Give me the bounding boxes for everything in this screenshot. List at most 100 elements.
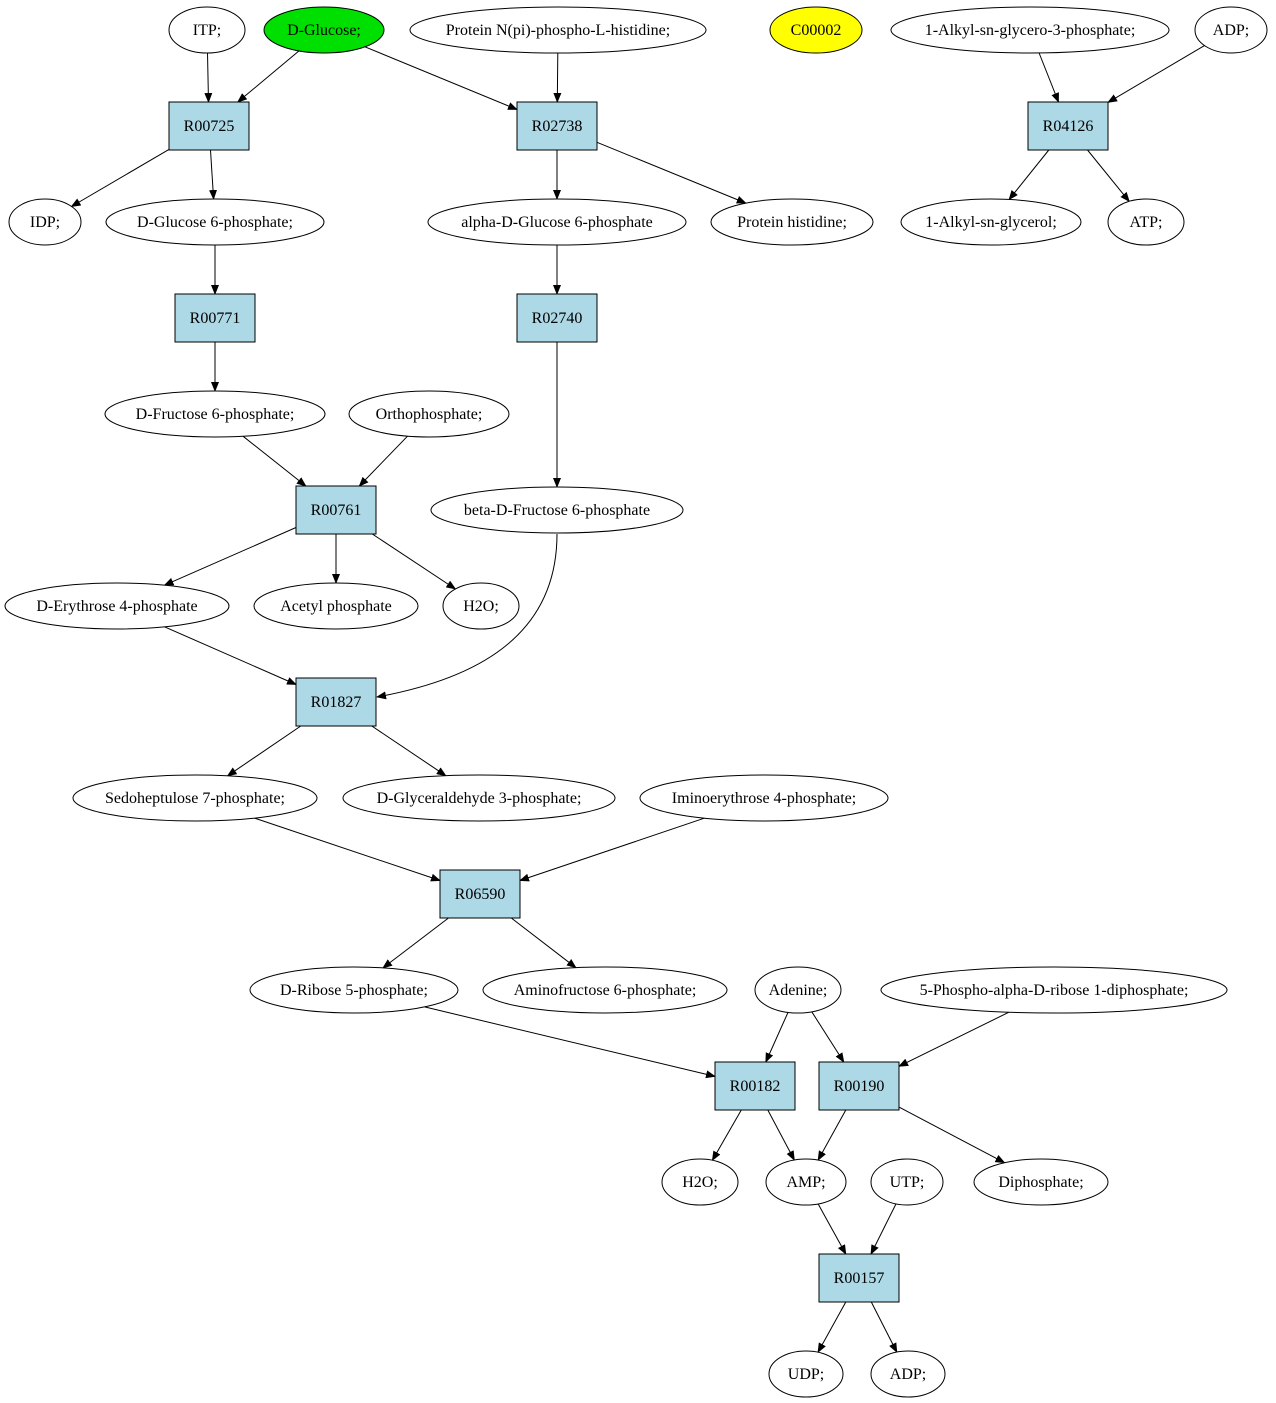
compound-ellipse	[263, 6, 385, 54]
compound-node-aminofructose-6p[interactable]: Aminofructose 6-phosphate;	[482, 966, 728, 1014]
node-label: IDP;	[30, 214, 60, 231]
compound-node-adp-top[interactable]: ADP;	[1194, 6, 1268, 54]
edge-d-glucose-to-r02738	[364, 46, 518, 110]
reaction-node-r02738[interactable]: R02738	[516, 101, 598, 151]
compound-node-d-glucose-6p[interactable]: D-Glucose 6-phosphate;	[105, 198, 325, 246]
compound-ellipse	[168, 6, 246, 54]
reaction-node-r00182[interactable]: R00182	[714, 1061, 796, 1111]
compound-node-protein-npi[interactable]: Protein N(pi)-phospho-L-histidine;	[409, 6, 707, 54]
node-layer: ITP; D-Glucose; Protein N(pi)-phospho-L-hi…	[4, 6, 1268, 1398]
node-label: R06590	[455, 886, 506, 903]
compound-node-sedoheptulose-7p[interactable]: Sedoheptulose 7-phosphate;	[72, 774, 318, 822]
reaction-node-r00157[interactable]: R00157	[818, 1253, 900, 1303]
compound-node-alkyl-g3p[interactable]: 1-Alkyl-sn-glycero-3-phosphate;	[890, 6, 1170, 54]
edge-beta-d-fructose-6p-to-r01827	[376, 533, 558, 700]
reaction-node-r06590[interactable]: R06590	[439, 869, 521, 919]
node-label: Sedoheptulose 7-phosphate;	[105, 790, 285, 807]
reaction-box	[174, 293, 256, 343]
edge-adenine-to-r00190	[811, 1011, 845, 1063]
compound-ellipse	[105, 198, 325, 246]
edge-r00190-to-diphosphate	[898, 1106, 1006, 1164]
edge-amp-to-r00157	[817, 1203, 847, 1255]
compound-node-protein-histidine[interactable]: Protein histidine;	[710, 198, 874, 246]
edge-d-ribose-5p-to-r00182	[424, 1006, 716, 1079]
node-label: ADP;	[1213, 22, 1249, 39]
node-label: 1-Alkyl-sn-glycero-3-phosphate;	[925, 22, 1136, 39]
reaction-node-r01827[interactable]: R01827	[295, 677, 377, 727]
reaction-box	[439, 869, 521, 919]
compound-ellipse	[342, 774, 616, 822]
node-label: R00725	[184, 118, 235, 135]
reaction-node-r00771[interactable]: R00771	[174, 293, 256, 343]
edge-r00190-to-amp	[817, 1109, 847, 1161]
compound-node-adenine[interactable]: Adenine;	[754, 966, 842, 1014]
compound-ellipse	[900, 198, 1082, 246]
node-label: alpha-D-Glucose 6-phosphate	[461, 214, 653, 231]
compound-node-alkyl-glycerol[interactable]: 1-Alkyl-sn-glycerol;	[900, 198, 1082, 246]
compound-node-prpp[interactable]: 5-Phospho-alpha-D-ribose 1-diphosphate;	[880, 966, 1228, 1014]
compound-node-d-ribose-5p[interactable]: D-Ribose 5-phosphate;	[249, 966, 459, 1014]
edge-adp-top-to-r04126	[1107, 45, 1205, 103]
compound-node-diphosphate[interactable]: Diphosphate;	[973, 1158, 1109, 1206]
compound-node-beta-d-fructose-6p[interactable]: beta-D-Fructose 6-phosphate	[430, 486, 684, 534]
compound-ellipse	[409, 6, 707, 54]
reaction-node-r04126[interactable]: R04126	[1027, 101, 1109, 151]
compound-node-adp-bottom[interactable]: ADP;	[870, 1350, 946, 1398]
node-label: Acetyl phosphate	[280, 598, 392, 615]
edge-alkyl-g3p-to-r04126	[1038, 52, 1059, 103]
compound-ellipse	[427, 198, 687, 246]
node-label: Aminofructose 6-phosphate;	[514, 982, 697, 999]
compound-node-d-erythrose-4p[interactable]: D-Erythrose 4-phosphate	[4, 582, 230, 630]
reaction-node-r00761[interactable]: R00761	[295, 485, 377, 535]
compound-node-itp[interactable]: ITP;	[168, 6, 246, 54]
node-label: Adenine;	[769, 982, 828, 999]
compound-node-iminoerythrose-4p[interactable]: Iminoerythrose 4-phosphate;	[639, 774, 889, 822]
compound-node-orthophosphate[interactable]: Orthophosphate;	[348, 390, 510, 438]
compound-node-d-glucose[interactable]: D-Glucose;	[263, 6, 385, 54]
edge-r00182-to-amp	[767, 1109, 795, 1161]
node-label: D-Ribose 5-phosphate;	[280, 982, 428, 999]
node-label: R00761	[311, 502, 362, 519]
node-label: D-Fructose 6-phosphate;	[136, 406, 295, 423]
reaction-node-r00190[interactable]: R00190	[818, 1061, 900, 1111]
compound-ellipse	[430, 486, 684, 534]
reaction-node-r02740[interactable]: R02740	[516, 293, 598, 343]
compound-node-acetyl-phosphate[interactable]: Acetyl phosphate	[253, 582, 419, 630]
edge-r00725-to-d-glucose-6p	[209, 149, 218, 200]
compound-ellipse	[661, 1158, 739, 1206]
compound-node-amp[interactable]: AMP;	[765, 1158, 847, 1206]
compound-node-utp[interactable]: UTP;	[870, 1158, 944, 1206]
node-label: H2O;	[682, 1174, 718, 1191]
node-label: R00182	[730, 1078, 781, 1095]
compound-node-d-glyceraldehyde-3p[interactable]: D-Glyceraldehyde 3-phosphate;	[342, 774, 616, 822]
node-label: D-Glucose;	[287, 22, 361, 39]
compound-node-atp[interactable]: ATP;	[1107, 198, 1185, 246]
edge-iminoerythrose-4p-to-r06590	[519, 817, 705, 882]
reaction-node-r00725[interactable]: R00725	[168, 101, 250, 151]
compound-node-alpha-d-glucose-6p[interactable]: alpha-D-Glucose 6-phosphate	[427, 198, 687, 246]
compound-node-h2o-a[interactable]: H2O;	[442, 582, 520, 630]
compound-ellipse	[249, 966, 459, 1014]
compound-node-udp[interactable]: UDP;	[768, 1350, 844, 1398]
node-label: R00190	[834, 1078, 885, 1095]
edge-r06590-to-d-ribose-5p	[382, 917, 449, 969]
compound-node-h2o-b[interactable]: H2O;	[661, 1158, 739, 1206]
compound-node-c00002[interactable]: C00002	[769, 6, 863, 54]
compound-ellipse	[253, 582, 419, 630]
compound-ellipse	[768, 1350, 844, 1398]
edge-r00157-to-adp-bottom	[870, 1301, 898, 1353]
edge-r00761-to-h2o-a	[372, 533, 457, 590]
compound-node-d-fructose-6p[interactable]: D-Fructose 6-phosphate;	[104, 390, 326, 438]
node-label: 5-Phospho-alpha-D-ribose 1-diphosphate;	[920, 982, 1189, 999]
node-label: Protein histidine;	[737, 214, 847, 231]
node-label: D-Glyceraldehyde 3-phosphate;	[377, 790, 582, 807]
compound-node-idp[interactable]: IDP;	[8, 198, 82, 246]
compound-ellipse	[1107, 198, 1185, 246]
edge-protein-npi-to-r02738	[553, 52, 562, 103]
node-label: Protein N(pi)-phospho-L-histidine;	[446, 22, 670, 39]
edge-r00157-to-udp	[817, 1301, 847, 1354]
node-label: UDP;	[788, 1366, 824, 1383]
edge-sedoheptulose-7p-to-r06590	[254, 817, 441, 882]
compound-ellipse	[482, 966, 728, 1014]
edge-d-erythrose-4p-to-r01827	[164, 626, 297, 685]
